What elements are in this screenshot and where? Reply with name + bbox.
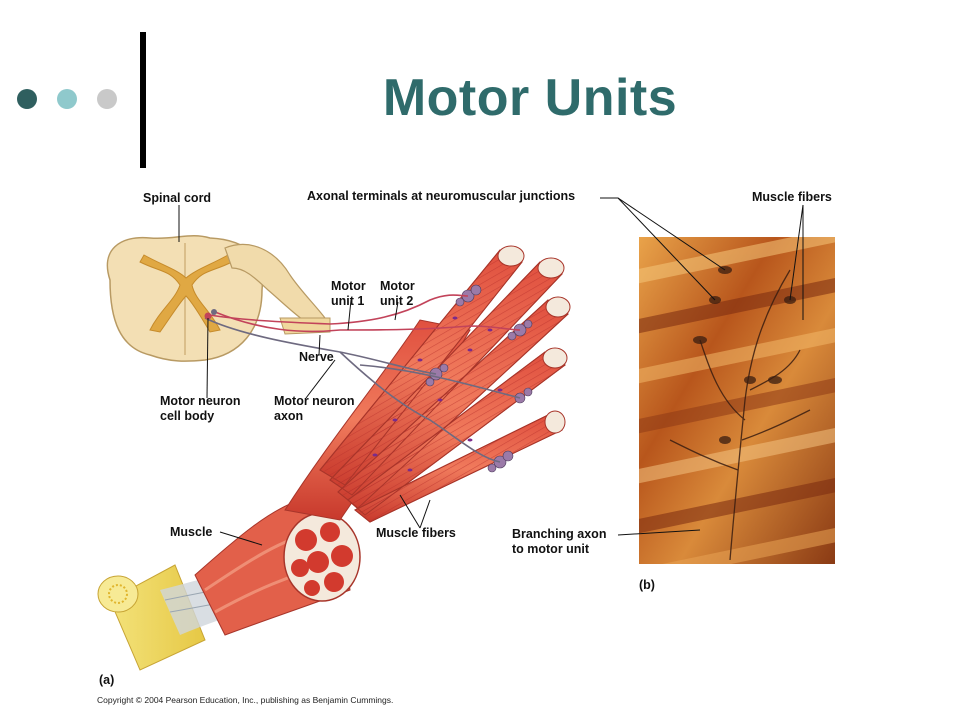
label-muscle-fibers-b: Muscle fibers [752, 190, 832, 204]
bullet-dot-gray [97, 89, 117, 109]
fascicles-cross-section [291, 522, 353, 596]
motor-axons [204, 294, 521, 463]
label-panel-a: (a) [99, 673, 115, 687]
photomicrograph [639, 237, 835, 564]
fiber-nuclei [372, 316, 503, 472]
label-branching-axon: Branching axon to motor unit [512, 527, 607, 556]
label-motor-neuron-cell-body: Motor neuron cell body [160, 394, 241, 423]
label-panel-b: (b) [639, 578, 655, 592]
slide-title: Motor Units [382, 69, 678, 127]
leader-lines [178, 197, 804, 546]
bullet-dot-light [57, 89, 77, 109]
label-spinal-cord: Spinal cord [143, 191, 212, 205]
label-motor-unit-1: Motor unit 1 [331, 279, 366, 308]
bullet-dot-dark [17, 89, 37, 109]
label-axonal-terminals: Axonal terminals at neuromuscular juncti… [307, 189, 576, 203]
spinal-cord-section [106, 235, 331, 362]
label-motor-neuron-axon: Motor neuron axon [274, 394, 355, 423]
title-divider [140, 32, 146, 168]
label-motor-unit-2: Motor unit 2 [380, 279, 415, 308]
muscle-belly [194, 499, 361, 636]
copyright-notice: Copyright © 2004 Pearson Education, Inc.… [97, 695, 394, 705]
label-nerve: Nerve [299, 350, 334, 364]
label-muscle: Muscle [170, 525, 213, 539]
label-muscle-fibers-a: Muscle fibers [376, 526, 456, 540]
